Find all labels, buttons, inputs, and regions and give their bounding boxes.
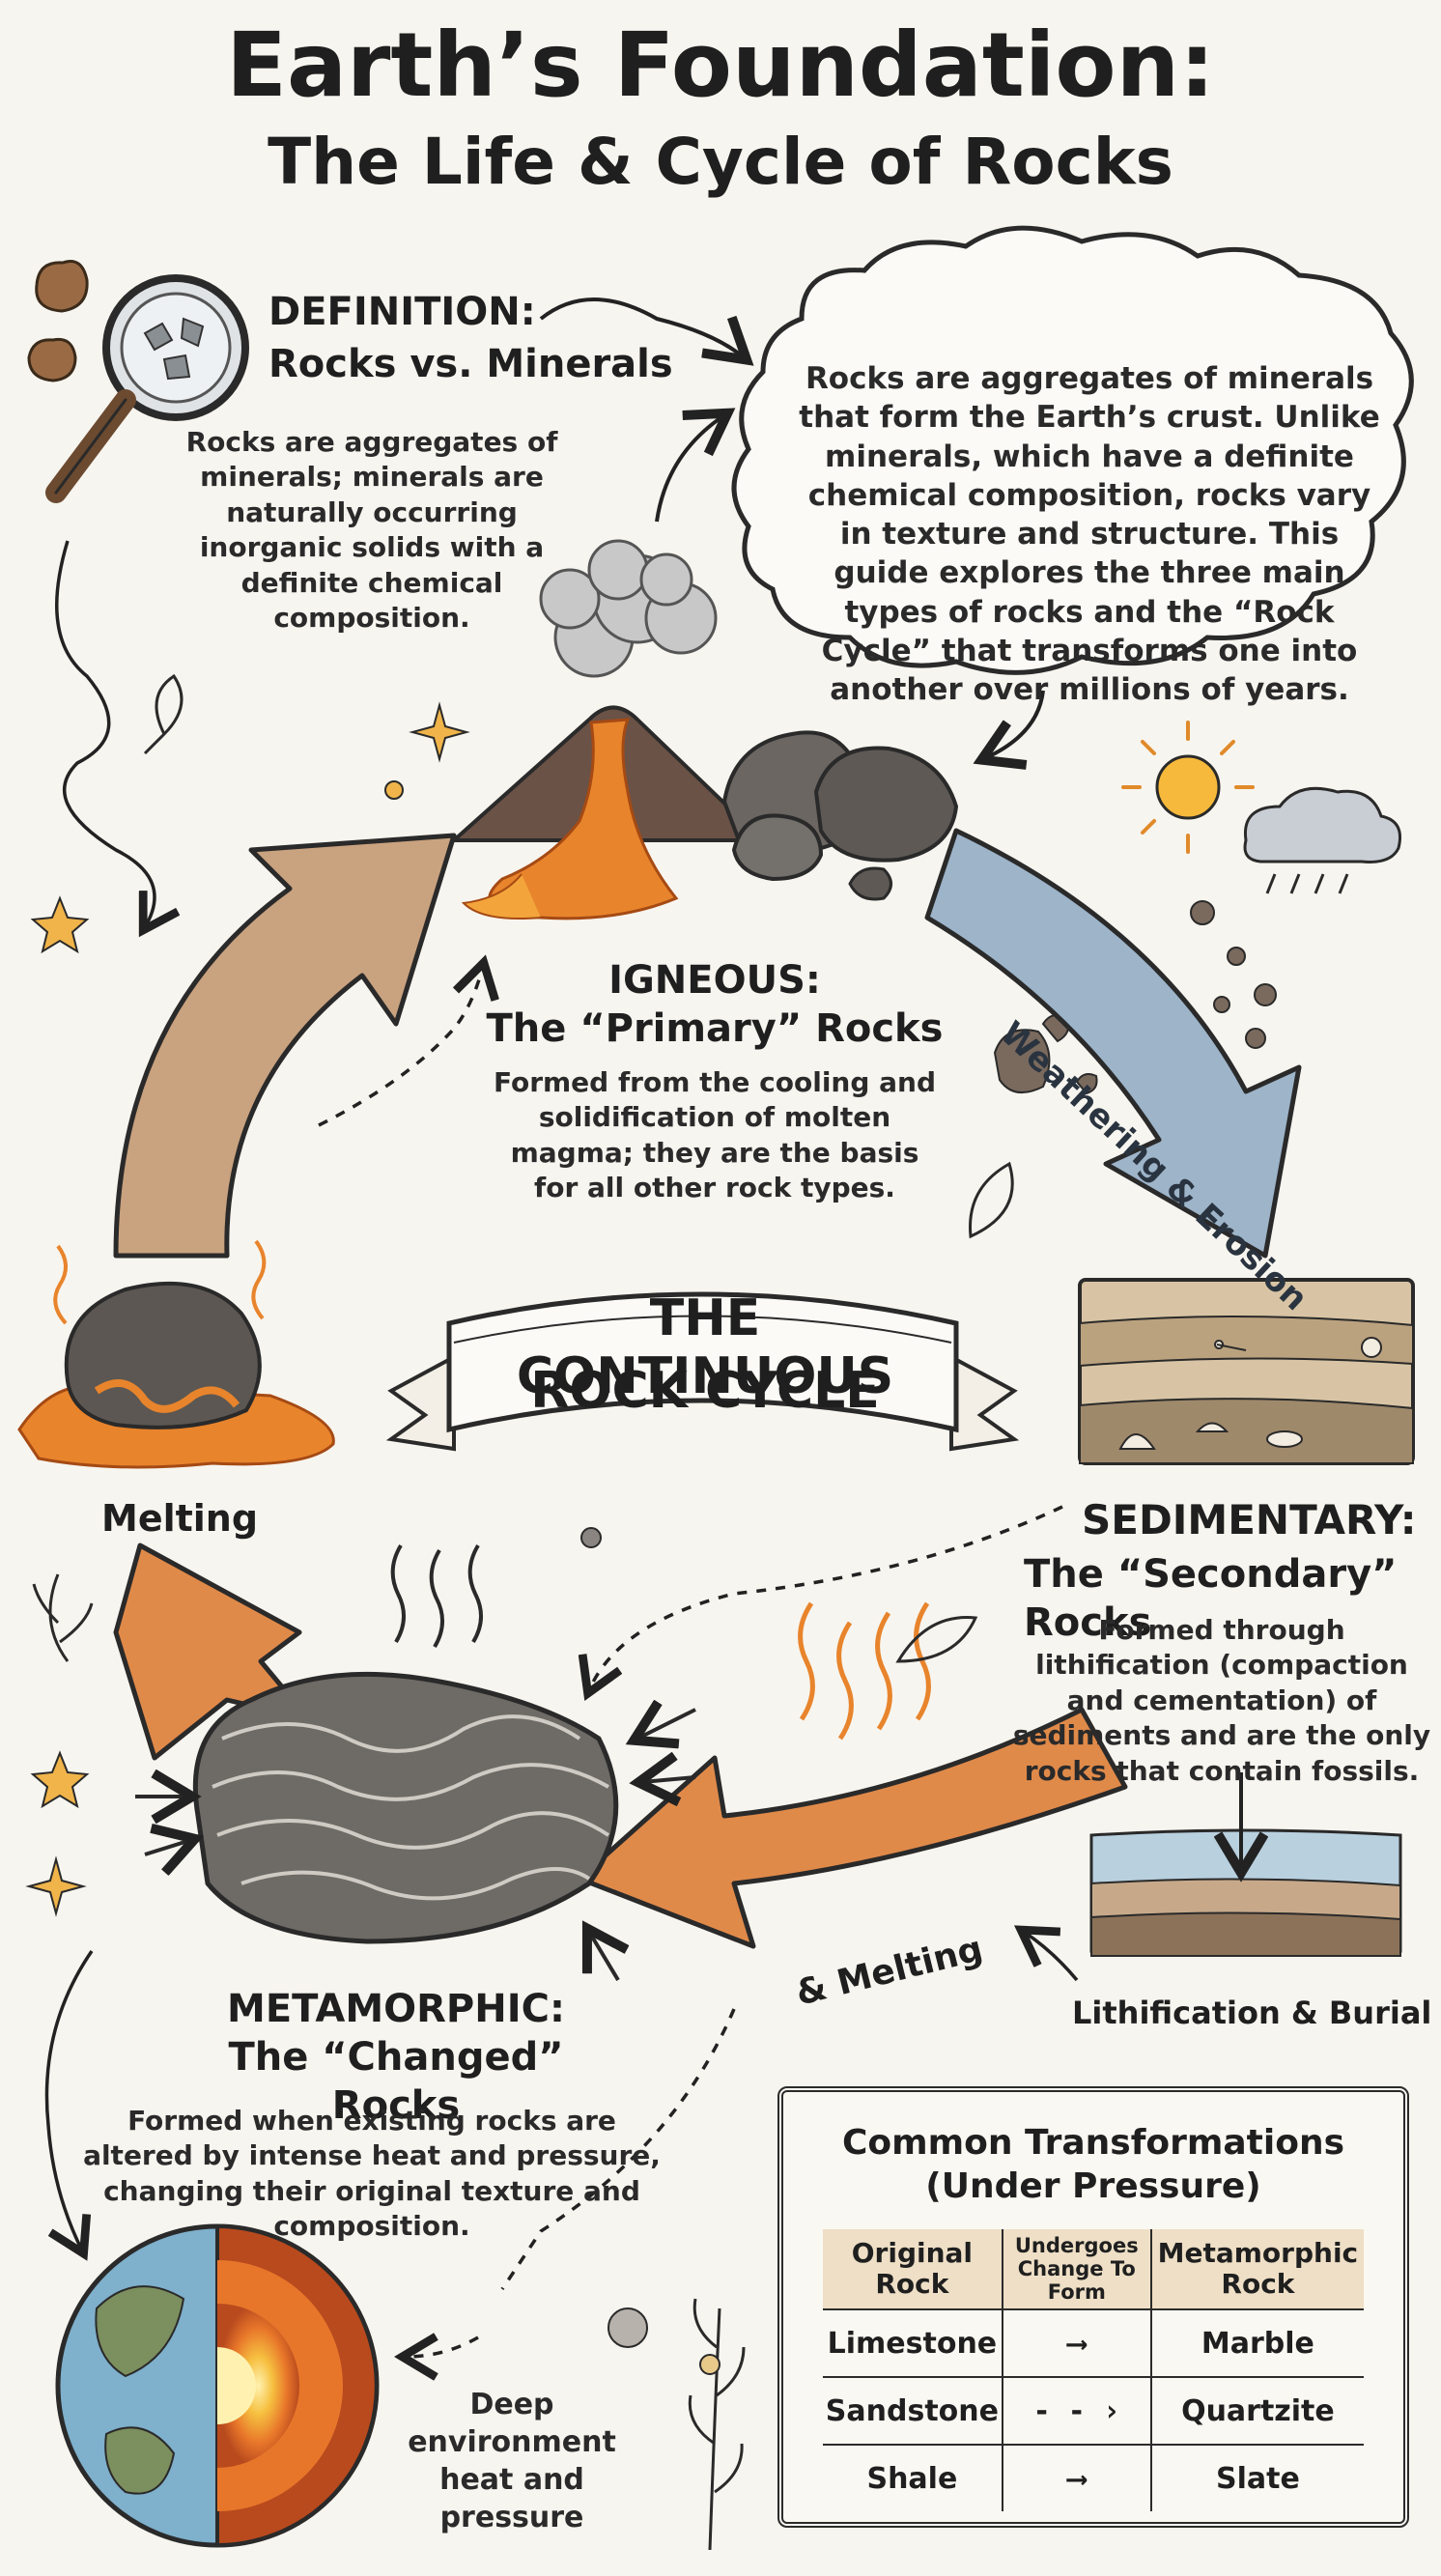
melting-label: Melting — [101, 1497, 259, 1540]
cycle-banner — [385, 1291, 1020, 1452]
banner-line2: ROCK CYCLE — [530, 1362, 880, 1420]
original-rock: Shale — [823, 2444, 1003, 2511]
change-arrow: ⟶ — [1001, 2444, 1152, 2511]
table-row: Sandstone - - › Quartzite — [823, 2376, 1364, 2446]
pressure-arrows-icon — [135, 1710, 696, 1982]
definition-subheading: Rocks vs. Minerals — [268, 342, 673, 386]
igneous-heading: IGNEOUS: — [608, 958, 821, 1003]
original-rock: Sandstone — [823, 2376, 1003, 2446]
connector-arrow — [539, 297, 744, 357]
connector-arrow — [1024, 1932, 1079, 1982]
connector-arrow — [655, 415, 724, 523]
connector-arrow — [55, 540, 155, 927]
table-row: Shale ⟶ Slate — [823, 2444, 1364, 2511]
heat-waves-icon — [798, 1601, 931, 1741]
transformations-table: Original Rock Undergoes Change To Form M… — [823, 2229, 1364, 2511]
header-change: Undergoes Change To Form — [1001, 2229, 1152, 2310]
sun-icon — [1121, 721, 1255, 854]
change-arrow: - - › — [1001, 2376, 1152, 2446]
lithification-label: Lithification & Burial — [1072, 1995, 1432, 2031]
connector-arrow — [44, 1950, 94, 2250]
table-header-row: Original Rock Undergoes Change To Form M… — [823, 2229, 1364, 2310]
star-icon — [25, 701, 470, 1917]
sedimentary-heading: SEDIMENTARY: — [1082, 1496, 1417, 1543]
header-metamorphic: Metamorphic Rock — [1149, 2229, 1364, 2310]
rain-cloud-icon — [1243, 786, 1401, 894]
definition-text: Rocks are aggregates of minerals; minera… — [185, 426, 558, 634]
banner-line1: THE CONTINUOUS — [516, 1289, 894, 1405]
burial-layers-icon — [1089, 1772, 1402, 1957]
sediment-layers-icon — [1078, 1278, 1415, 1465]
deep-environment-label: Deep environment heat and pressure — [408, 2388, 616, 2534]
table-row: Limestone ⟶ Marble — [823, 2308, 1364, 2378]
metamorphic-subheading: The “Changed” Rocks — [228, 2035, 564, 2128]
page-title: Earth’s Foundation: — [226, 14, 1215, 117]
change-arrow: ⟶ — [1001, 2308, 1152, 2378]
metamorphic-text: Formed when existing rocks are altered b… — [83, 2105, 661, 2243]
earth-core-icon — [55, 2223, 380, 2548]
definition-heading: DEFINITION: — [268, 290, 536, 334]
dashed-arrow — [589, 1505, 1063, 1690]
heat-lines-icon — [390, 1543, 483, 1649]
page-subtitle: The Life & Cycle of Rocks — [268, 125, 1173, 199]
magnifier-icon — [45, 274, 249, 503]
metamorphic-rock: Marble — [1149, 2308, 1364, 2378]
transformations-panel: Common Transformations (Under Pressure) … — [777, 2086, 1409, 2528]
volcano-icon — [448, 539, 768, 920]
metamorphic-rock-icon — [192, 1671, 619, 1944]
mineral-chunk-icon — [27, 260, 89, 382]
transformations-title: Common Transformations (Under Pressure) — [841, 2123, 1345, 2206]
metamorphic-rock: Slate — [1149, 2444, 1364, 2511]
igneous-text: Formed from the cooling and solidificati… — [493, 1066, 937, 1204]
boulders-icon — [721, 730, 959, 901]
sedimentary-subheading: The “Secondary” Rocks — [1024, 1552, 1398, 1645]
metamorphic-heading: METAMORPHIC: — [227, 1987, 565, 2031]
header-original: Original Rock — [823, 2229, 1003, 2310]
intro-cloud-text: Rocks are aggregates of minerals that fo… — [799, 361, 1380, 708]
weathering-arrow — [924, 828, 1302, 1259]
connector-arrow — [985, 690, 1045, 758]
leaf-icon — [32, 673, 1014, 2551]
dashed-arrow — [406, 2337, 479, 2357]
igneous-subheading: The “Primary” Rocks — [486, 1006, 944, 1051]
sedimentary-text: Formed through lithification (compaction… — [1012, 1614, 1431, 1787]
metamorphic-rock: Quartzite — [1149, 2376, 1364, 2446]
molten-rock-icon — [17, 1239, 335, 1469]
igneous-arrow — [113, 833, 457, 1259]
intro-cloud — [731, 225, 1414, 675]
dashed-arrow — [318, 966, 483, 1127]
dashed-arrow — [500, 2008, 736, 2290]
original-rock: Limestone — [823, 2308, 1003, 2378]
